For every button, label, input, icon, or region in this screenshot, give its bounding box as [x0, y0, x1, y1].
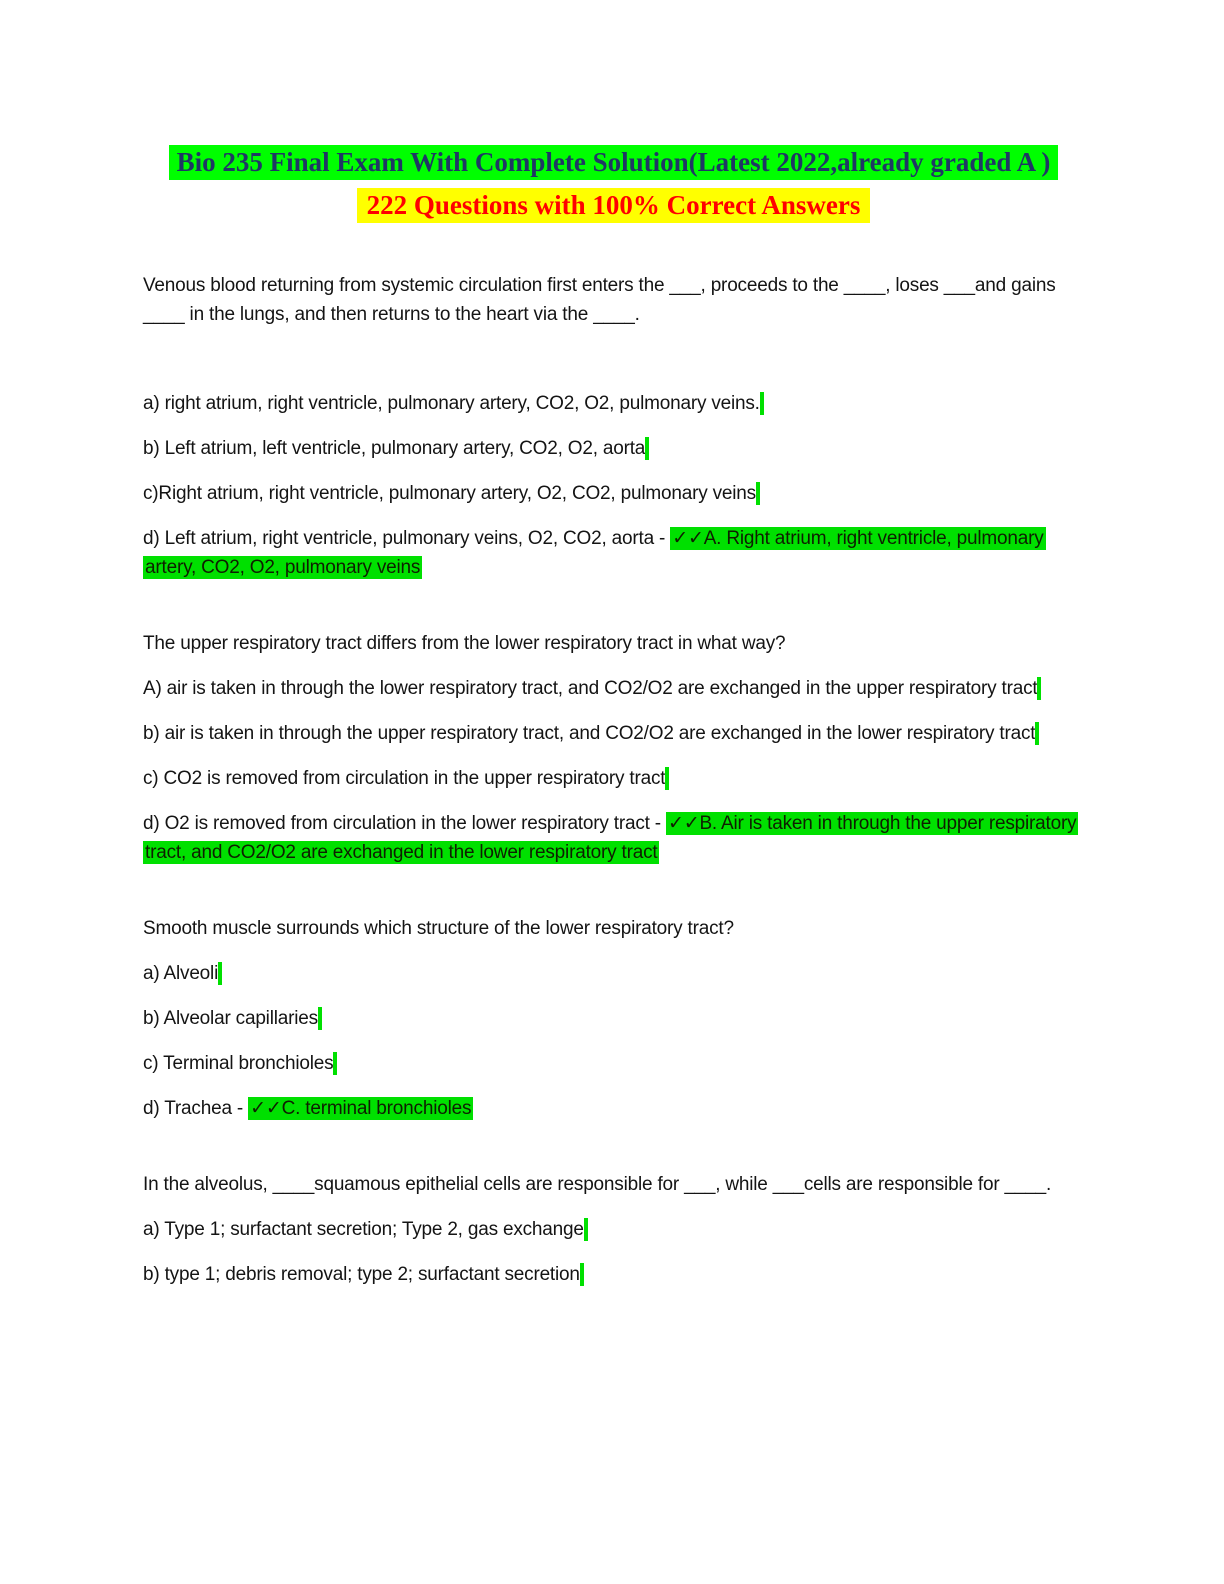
answer-option-c: c)Right atrium, right ventricle, pulmona…: [143, 479, 1081, 508]
document-body: Venous blood returning from systemic cir…: [143, 271, 1081, 1289]
correct-answer-highlight: [665, 767, 670, 790]
option-text: a) right atrium, right ventricle, pulmon…: [143, 393, 760, 414]
correct-answer-highlight: [583, 1218, 588, 1241]
document-title-block: Bio 235 Final Exam With Complete Solutio…: [143, 143, 1084, 229]
option-text: b) type 1; debris removal; type 2; surfa…: [143, 1264, 580, 1285]
answer-option-a: a) Alveoli: [143, 959, 1081, 988]
document-title: Bio 235 Final Exam With Complete Solutio…: [168, 145, 1059, 180]
option-text: c) Terminal bronchioles: [143, 1053, 334, 1074]
answer-option-a: A) air is taken in through the lower res…: [143, 674, 1081, 703]
title-line-2: 222 Questions with 100% Correct Answers: [143, 186, 1084, 229]
correct-answer-highlight: [1035, 722, 1040, 745]
question-stem: The upper respiratory tract differs from…: [143, 633, 786, 654]
question-block-3: Smooth muscle surrounds which structure …: [143, 914, 1081, 1123]
answer-option-a: a) right atrium, right ventricle, pulmon…: [143, 389, 1081, 418]
question-block-1: Venous blood returning from systemic cir…: [143, 271, 1081, 582]
title-line-1: Bio 235 Final Exam With Complete Solutio…: [143, 143, 1084, 186]
question-stem: Smooth muscle surrounds which structure …: [143, 918, 734, 939]
question-stem: In the alveolus, ____squamous epithelial…: [143, 1174, 1052, 1195]
correct-answer-highlight: ✓✓C. terminal bronchioles: [248, 1097, 474, 1120]
option-text: d) Trachea -: [143, 1098, 249, 1119]
option-text: b) Alveolar capillaries: [143, 1008, 318, 1029]
answer-option-c: c) Terminal bronchioles: [143, 1049, 1081, 1078]
answer-option-d: d) Trachea - ✓✓C. terminal bronchioles: [143, 1094, 1081, 1123]
correct-answer-highlight: [333, 1052, 338, 1075]
correct-answer-highlight: [645, 437, 650, 460]
answer-option-b: b) Alveolar capillaries: [143, 1004, 1081, 1033]
correct-answer-highlight: [759, 392, 764, 415]
option-text: a) Type 1; surfactant secretion; Type 2,…: [143, 1219, 584, 1240]
option-text: c)Right atrium, right ventricle, pulmona…: [143, 483, 756, 504]
answer-option-c: c) CO2 is removed from circulation in th…: [143, 764, 1081, 793]
option-text: b) Left atrium, left ventricle, pulmonar…: [143, 438, 646, 459]
answer-option-d: d) Left atrium, right ventricle, pulmona…: [143, 524, 1081, 582]
answer-option-b: b) type 1; debris removal; type 2; surfa…: [143, 1260, 1081, 1289]
correct-answer-highlight: [218, 962, 223, 985]
answer-option-b: b) air is taken in through the upper res…: [143, 719, 1081, 748]
correct-answer-highlight: [1037, 677, 1042, 700]
option-text: a) Alveoli: [143, 963, 219, 984]
correct-answer-highlight: [755, 482, 760, 505]
answer-option-d: d) O2 is removed from circulation in the…: [143, 809, 1081, 867]
question-block-4: In the alveolus, ____squamous epithelial…: [143, 1170, 1081, 1289]
correct-answer-highlight: [579, 1263, 584, 1286]
option-text: d) Left atrium, right ventricle, pulmona…: [143, 528, 671, 549]
document-subtitle: 222 Questions with 100% Correct Answers: [356, 188, 871, 223]
option-text: c) CO2 is removed from circulation in th…: [143, 768, 666, 789]
question-block-2: The upper respiratory tract differs from…: [143, 629, 1081, 867]
option-text: b) air is taken in through the upper res…: [143, 723, 1036, 744]
answer-option-a: a) Type 1; surfactant secretion; Type 2,…: [143, 1215, 1081, 1244]
option-text: A) air is taken in through the lower res…: [143, 678, 1038, 699]
correct-answer-highlight: [317, 1007, 322, 1030]
answer-option-b: b) Left atrium, left ventricle, pulmonar…: [143, 434, 1081, 463]
question-stem: Venous blood returning from systemic cir…: [143, 275, 1056, 325]
option-text: d) O2 is removed from circulation in the…: [143, 813, 666, 834]
